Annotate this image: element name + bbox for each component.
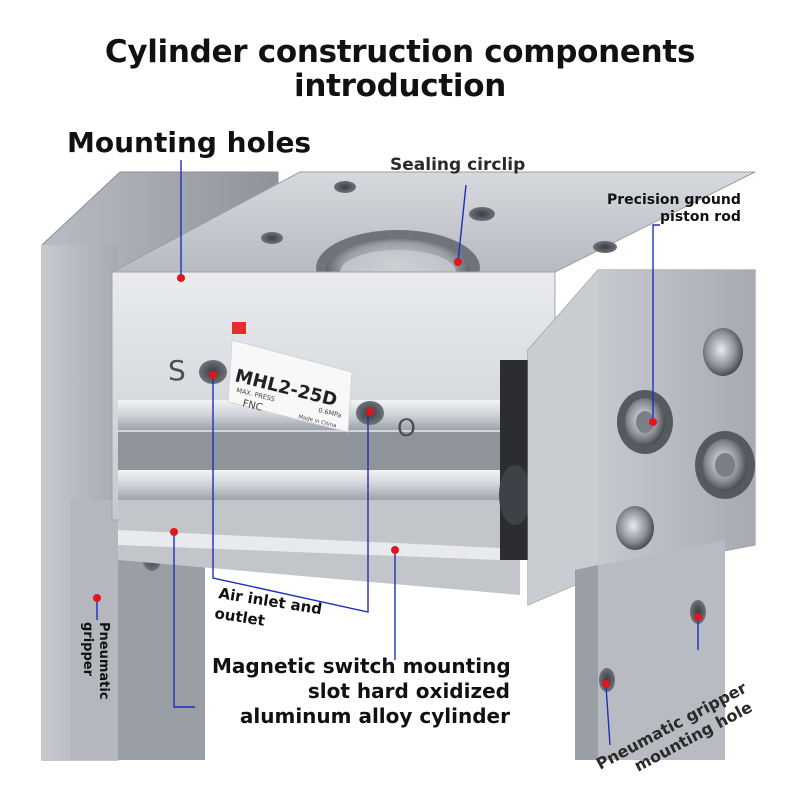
magnetic-slot-label-line3: aluminum alloy cylinder bbox=[239, 704, 510, 728]
piston-rod-label-line1: Precision ground bbox=[607, 192, 741, 208]
page-title-line1: Cylinder construction components bbox=[104, 34, 696, 70]
sealing-circlip-label: Sealing circlip bbox=[390, 155, 526, 175]
marker-pneumatic-gripper bbox=[93, 594, 101, 602]
marker-gripper-hole-2 bbox=[602, 680, 610, 688]
piston-rod-label-line2: piston rod bbox=[660, 209, 741, 225]
marker-dots bbox=[93, 258, 702, 688]
port-o-mark: O bbox=[397, 414, 416, 442]
magnetic-slot-label-line1: Magnetic switch mounting bbox=[212, 654, 511, 678]
magnetic-slot-label-line2: slot hard oxidized bbox=[307, 679, 510, 703]
marker-air-inlet bbox=[209, 371, 217, 379]
pneumatic-gripper-label-line2: gripper bbox=[80, 622, 95, 677]
pneumatic-gripper-label-line1: Pneumatic bbox=[96, 622, 111, 700]
label-red-tab bbox=[232, 322, 246, 334]
mounting-holes-label: Mounting holes bbox=[67, 126, 312, 159]
marker-magnetic-slot bbox=[170, 528, 178, 536]
leader-lines bbox=[96, 160, 699, 746]
marker-mounting-holes bbox=[177, 274, 185, 282]
label-brand: FNC bbox=[241, 398, 263, 414]
pneumatic-gripper-callout: Pneumatic gripper bbox=[80, 622, 111, 700]
marker-gripper-hole-1 bbox=[694, 613, 702, 621]
marker-sealing-circlip bbox=[454, 258, 462, 266]
marker-air-outlet bbox=[366, 408, 374, 416]
air-inlet-callout: Air inlet and outlet bbox=[213, 584, 323, 630]
page-title-line2: introduction bbox=[294, 68, 506, 104]
marker-cylinder-body bbox=[391, 546, 399, 554]
marker-piston-rod bbox=[649, 418, 657, 426]
port-s-mark: S bbox=[168, 354, 186, 387]
